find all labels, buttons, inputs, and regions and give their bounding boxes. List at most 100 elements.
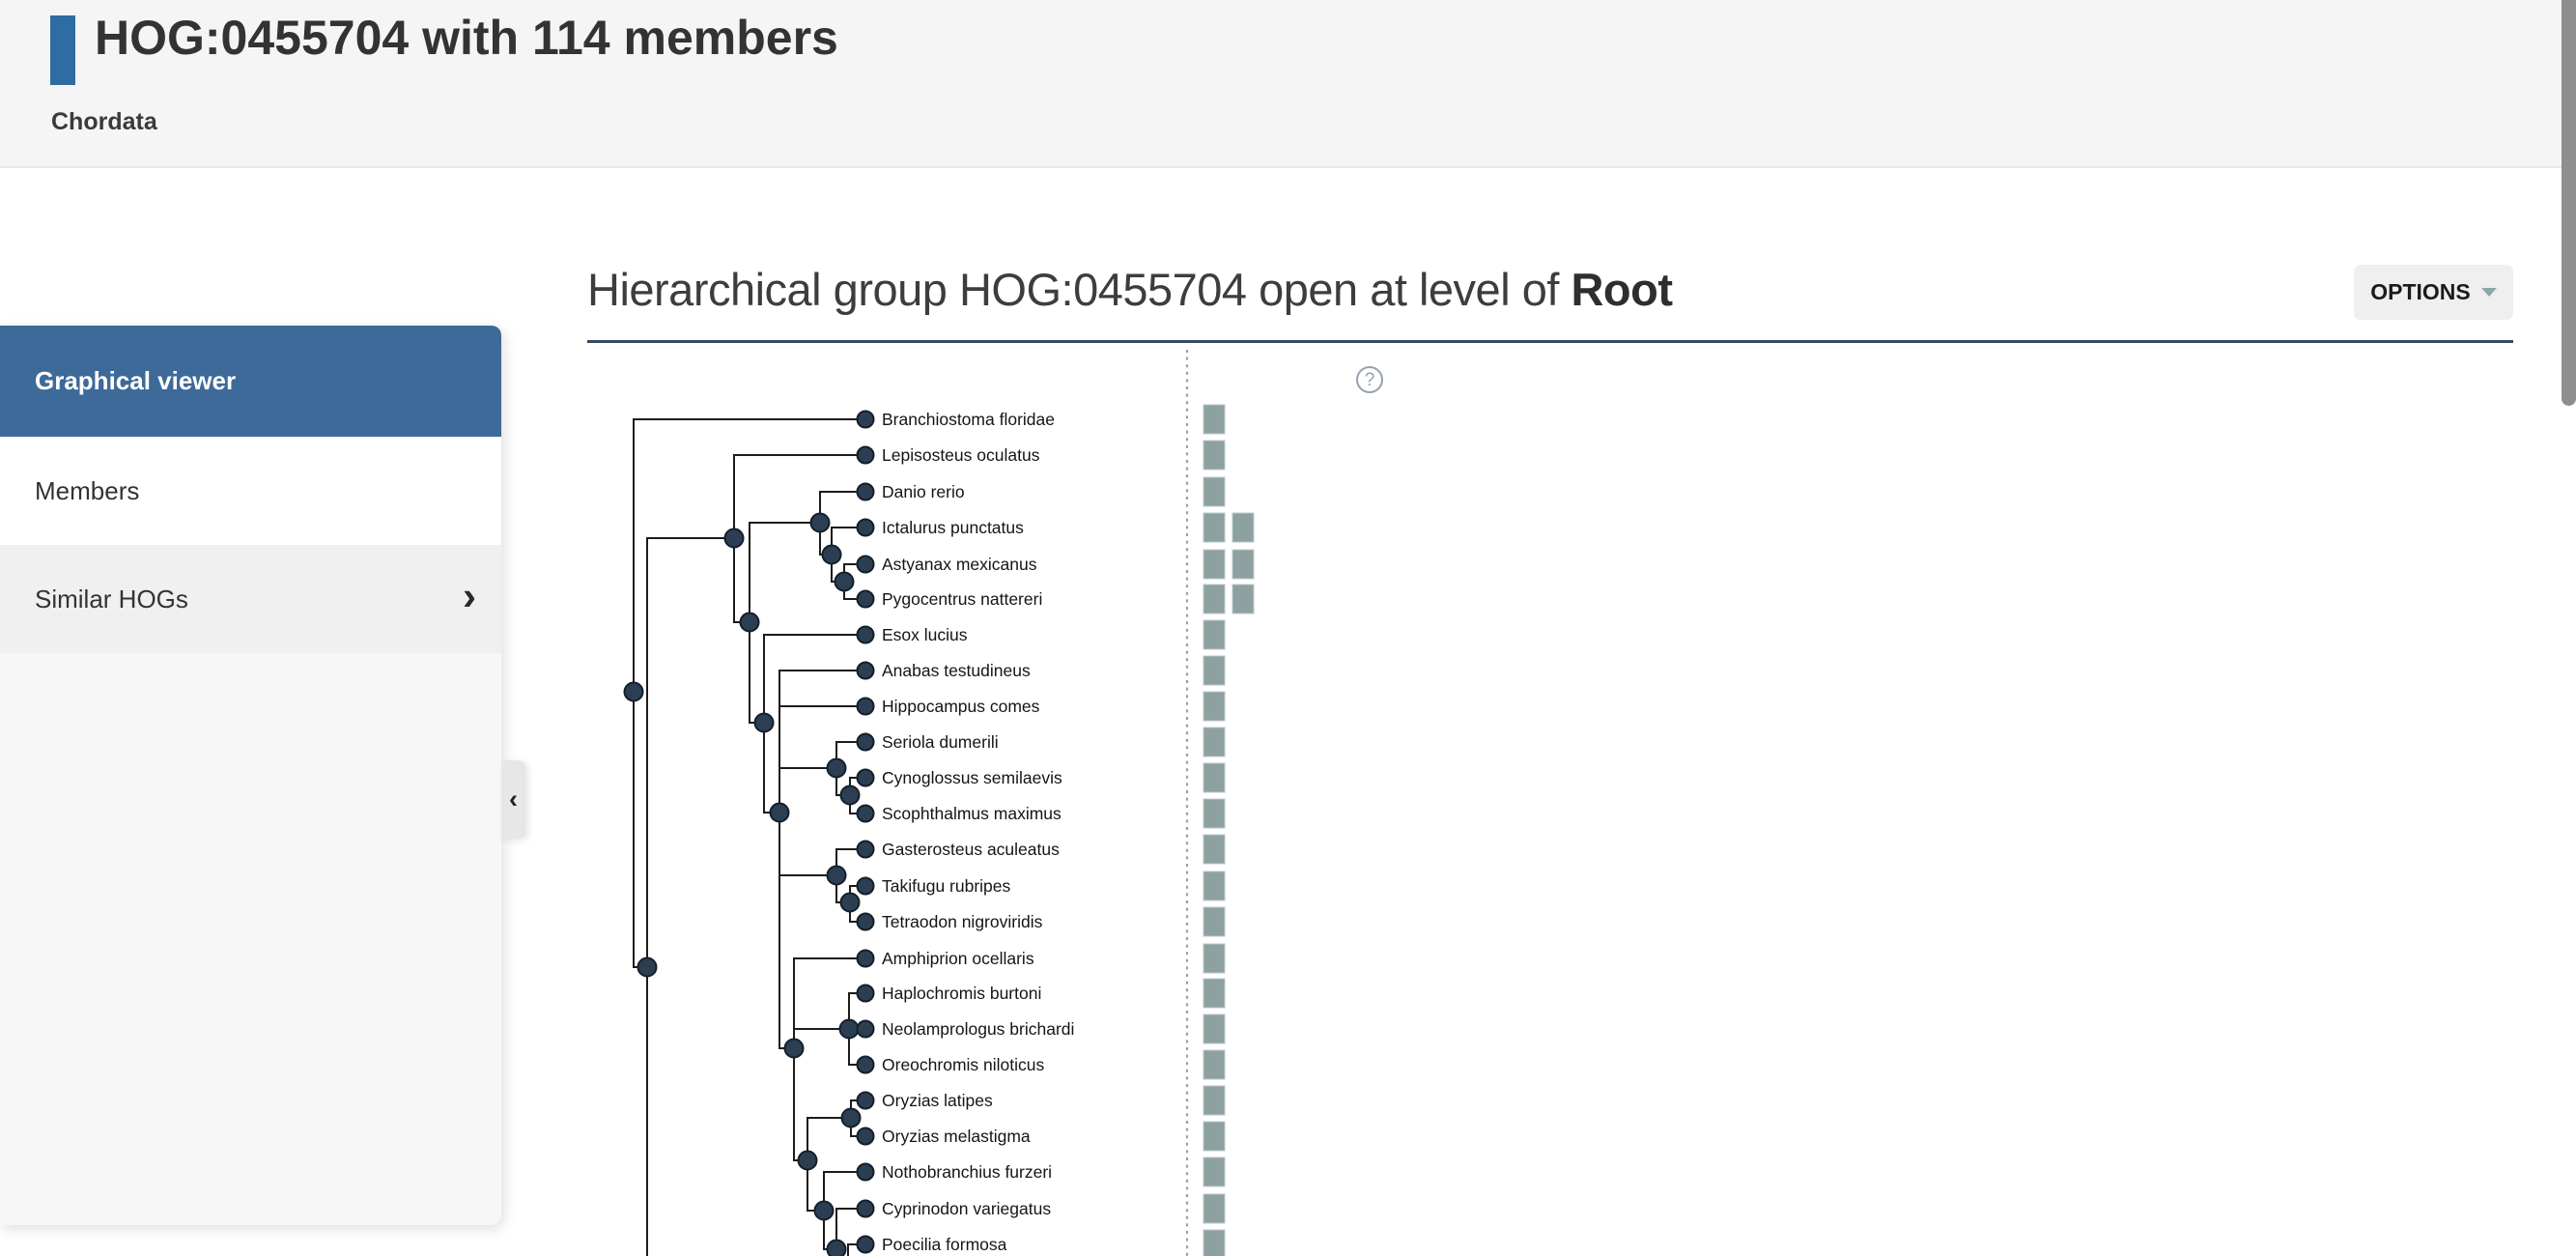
sidebar-item-graphical-viewer[interactable]: Graphical viewer [0,326,501,437]
tree-leaf-node[interactable] [856,410,875,429]
ortholog-square[interactable] [1203,655,1226,686]
ortholog-square[interactable] [1203,1156,1226,1187]
tree-internal-node[interactable] [623,681,644,702]
leaf-label[interactable]: Takifugu rubripes [882,876,1011,896]
ortholog-square[interactable] [1203,727,1226,757]
tree-internal-node[interactable] [739,612,760,633]
leaf-label[interactable]: Lepisosteus oculatus [882,445,1040,465]
tree-leaf-node[interactable] [856,518,875,537]
ortholog-square[interactable] [1203,1013,1226,1044]
tree-leaf-node[interactable] [856,445,875,465]
leaf-label[interactable]: Danio rerio [882,482,965,501]
tree-leaf-node[interactable] [856,1019,875,1039]
ortholog-square[interactable] [1231,512,1255,543]
tree-internal-node[interactable] [840,1107,862,1128]
vertical-scrollbar-thumb[interactable] [2562,0,2576,406]
leaf-label[interactable]: Esox lucius [882,625,968,644]
leaf-label[interactable]: Pygocentrus nattereri [882,589,1042,609]
tree-leaf-node[interactable] [856,1055,875,1074]
leaf-label[interactable]: Oryzias melastigma [882,1127,1031,1146]
leaf-label[interactable]: Anabas testudineus [882,661,1031,680]
tree-leaf-node[interactable] [856,732,875,752]
ortholog-square[interactable] [1203,834,1226,865]
tree-internal-node[interactable] [826,1239,847,1256]
leaf-label[interactable]: Astyanax mexicanus [882,555,1037,574]
leaf-label[interactable]: Cynoglossus semilaevis [882,768,1062,787]
options-button[interactable]: OPTIONS [2354,265,2513,320]
ortholog-square[interactable] [1203,549,1226,580]
leaf-label[interactable]: Amphiprion ocellaris [882,949,1034,968]
leaf-label[interactable]: Poecilia formosa [882,1235,1007,1254]
tree-internal-node[interactable] [813,1200,835,1221]
tree-leaf-node[interactable] [856,949,875,968]
leaf-label[interactable]: Neolamprologus brichardi [882,1019,1074,1039]
leaf-label[interactable]: Branchiostoma floridae [882,410,1055,429]
sidebar-item-members[interactable]: Members [0,437,501,545]
tree-leaf-node[interactable] [856,768,875,787]
tree-leaf-node[interactable] [856,1162,875,1182]
tree-leaf-node[interactable] [856,625,875,644]
ortholog-square[interactable] [1203,584,1226,614]
ortholog-square[interactable] [1203,1085,1226,1116]
leaf-label[interactable]: Gasterosteus aculeatus [882,840,1060,859]
ortholog-square[interactable] [1203,476,1226,507]
ortholog-square[interactable] [1203,440,1226,471]
tree-leaf-node[interactable] [856,840,875,859]
ortholog-square[interactable] [1203,871,1226,901]
leaf-label[interactable]: Nothobranchius furzeri [882,1162,1052,1182]
ortholog-square[interactable] [1203,691,1226,722]
ortholog-square[interactable] [1203,1049,1226,1080]
leaf-label[interactable]: Tetraodon nigroviridis [882,912,1043,931]
tree-leaf-node[interactable] [856,912,875,931]
tree-internal-node[interactable] [809,512,831,533]
tree-leaf-node[interactable] [856,1127,875,1146]
tree-internal-node[interactable] [769,802,790,823]
tree-internal-node[interactable] [821,544,842,565]
tree-internal-node[interactable] [838,1018,860,1040]
tree-internal-node[interactable] [826,757,847,779]
leaf-label[interactable]: Hippocampus comes [882,697,1040,716]
leaf-label[interactable]: Haplochromis burtoni [882,984,1041,1003]
ortholog-square[interactable] [1203,619,1226,650]
leaf-label[interactable]: Scophthalmus maximus [882,804,1062,823]
leaf-label[interactable]: Oreochromis niloticus [882,1055,1044,1074]
tree-leaf-node[interactable] [856,1235,875,1254]
tree-leaf-node[interactable] [856,876,875,896]
ortholog-square[interactable] [1203,943,1226,974]
tree-internal-node[interactable] [839,892,861,913]
tree-internal-node[interactable] [834,571,855,592]
tree-leaf-node[interactable] [856,1091,875,1110]
ortholog-square[interactable] [1203,512,1226,543]
ortholog-square[interactable] [1231,584,1255,614]
leaf-label[interactable]: Ictalurus punctatus [882,518,1024,537]
ortholog-square[interactable] [1203,1229,1226,1256]
ortholog-square[interactable] [1203,978,1226,1009]
tree-internal-node[interactable] [753,712,775,733]
leaf-label[interactable]: Oryzias latipes [882,1091,993,1110]
sidebar-item-similar-hogs[interactable]: Similar HOGs› [0,545,501,653]
tree-leaf-node[interactable] [856,1199,875,1218]
ortholog-square[interactable] [1203,1121,1226,1152]
tree-internal-node[interactable] [826,865,847,886]
tree-leaf-node[interactable] [856,482,875,501]
tree-internal-node[interactable] [797,1150,818,1171]
tree-internal-node[interactable] [637,956,658,978]
ortholog-square[interactable] [1203,906,1226,937]
tree-leaf-node[interactable] [856,697,875,716]
tree-leaf-node[interactable] [856,555,875,574]
ortholog-square[interactable] [1203,404,1226,435]
tree-internal-node[interactable] [839,785,861,806]
tree-leaf-node[interactable] [856,984,875,1003]
tree-leaf-node[interactable] [856,804,875,823]
leaf-label[interactable]: Seriola dumerili [882,732,999,752]
help-icon[interactable]: ? [1356,366,1383,393]
ortholog-square[interactable] [1203,762,1226,793]
tree-internal-node[interactable] [723,528,745,549]
leaf-label[interactable]: Cyprinodon variegatus [882,1199,1051,1218]
ortholog-square[interactable] [1203,798,1226,829]
sidebar-collapse-button[interactable]: ‹ [501,760,525,839]
tree-leaf-node[interactable] [856,661,875,680]
ortholog-square[interactable] [1203,1193,1226,1224]
tree-leaf-node[interactable] [856,589,875,609]
tree-internal-node[interactable] [783,1038,805,1059]
